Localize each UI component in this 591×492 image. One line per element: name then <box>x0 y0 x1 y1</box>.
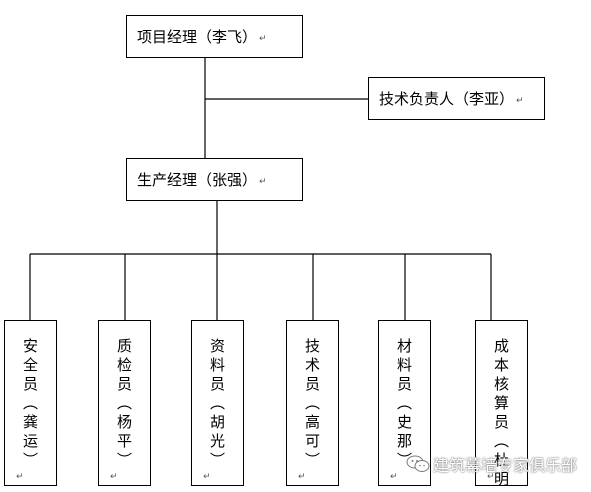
label-char: 员 <box>22 375 38 393</box>
label-char: 运 <box>22 432 38 450</box>
label-char: ︶ <box>22 451 38 469</box>
node-material-clerk: 材料员︵史那︶ ↵ <box>378 320 431 486</box>
label-char: 平 <box>116 432 132 450</box>
watermark: 建筑幕墙专家俱乐部 <box>406 452 577 476</box>
node-document-clerk: 资料员︵胡光︶ ↵ <box>191 320 244 486</box>
label-char: 技 <box>304 337 320 355</box>
label-char: 料 <box>209 356 225 374</box>
node-label: 生产经理（张强） <box>137 171 258 189</box>
label-char: ︶ <box>304 451 320 469</box>
label-char: 资 <box>209 337 225 355</box>
node-label: 质检员︵杨平︶ <box>99 337 150 470</box>
node-label: 技术员︵高可︶ <box>287 337 338 470</box>
label-char: 员 <box>304 375 320 393</box>
label-char: 检 <box>116 356 132 374</box>
label-char: ︵ <box>22 394 38 412</box>
return-mark: ↵ <box>298 472 306 482</box>
label-char: 料 <box>396 356 412 374</box>
return-mark: ↵ <box>259 176 267 187</box>
label-char: 史 <box>396 413 412 431</box>
label-char: 本 <box>493 356 509 374</box>
node-project-manager: 项目经理（李飞） ↵ <box>126 15 303 58</box>
node-production-manager: 生产经理（张强） ↵ <box>126 158 303 201</box>
return-mark: ↵ <box>259 33 267 44</box>
label-char: ︵ <box>493 432 509 450</box>
label-char: 安 <box>22 337 38 355</box>
label-char: 光 <box>209 432 225 450</box>
label-char: 那 <box>396 432 412 450</box>
label-char: 高 <box>304 413 320 431</box>
return-mark: ↵ <box>16 472 24 482</box>
return-mark: ↵ <box>203 472 211 482</box>
label-char: ︶ <box>209 451 225 469</box>
label-char: 全 <box>22 356 38 374</box>
label-char: 材 <box>396 337 412 355</box>
label-char: 质 <box>116 337 132 355</box>
wechat-icon <box>406 455 430 472</box>
label-char: 龚 <box>22 413 38 431</box>
label-char: 核 <box>493 375 509 393</box>
node-label: 技术负责人（李亚） <box>379 90 515 108</box>
label-char: ︵ <box>396 394 412 412</box>
watermark-text: 建筑幕墙专家俱乐部 <box>432 456 577 475</box>
label-char: 术 <box>304 356 320 374</box>
node-label: 资料员︵胡光︶ <box>192 337 243 470</box>
node-label: 材料员︵史那︶ <box>379 337 430 470</box>
node-technical-lead: 技术负责人（李亚） ↵ <box>368 77 545 120</box>
node-label: 安全员︵龚运︶ <box>5 337 56 470</box>
label-char: 算 <box>493 394 509 412</box>
label-char: 可 <box>304 432 320 450</box>
label-char: 杜 <box>493 451 509 469</box>
node-label: 项目经理（李飞） <box>137 28 258 46</box>
label-char: 员 <box>209 375 225 393</box>
return-mark: ↵ <box>110 472 118 482</box>
return-mark: ↵ <box>390 472 398 482</box>
label-char: 员 <box>116 375 132 393</box>
label-char: ︵ <box>304 394 320 412</box>
return-mark: ↵ <box>516 95 524 106</box>
label-char: 明 <box>493 470 509 486</box>
label-char: 杨 <box>116 413 132 431</box>
node-safety-officer: 安全员︵龚运︶ ↵ <box>4 320 57 486</box>
label-char: ︵ <box>116 394 132 412</box>
label-char: 员 <box>396 375 412 393</box>
label-char: ︵ <box>209 394 225 412</box>
node-quality-inspector: 质检员︵杨平︶ ↵ <box>98 320 151 486</box>
label-char: 成 <box>493 337 509 355</box>
node-technician: 技术员︵高可︶ ↵ <box>286 320 339 486</box>
label-char: 员 <box>493 413 509 431</box>
label-char: ︶ <box>116 451 132 469</box>
return-mark: ↵ <box>487 472 495 482</box>
label-char: 胡 <box>209 413 225 431</box>
